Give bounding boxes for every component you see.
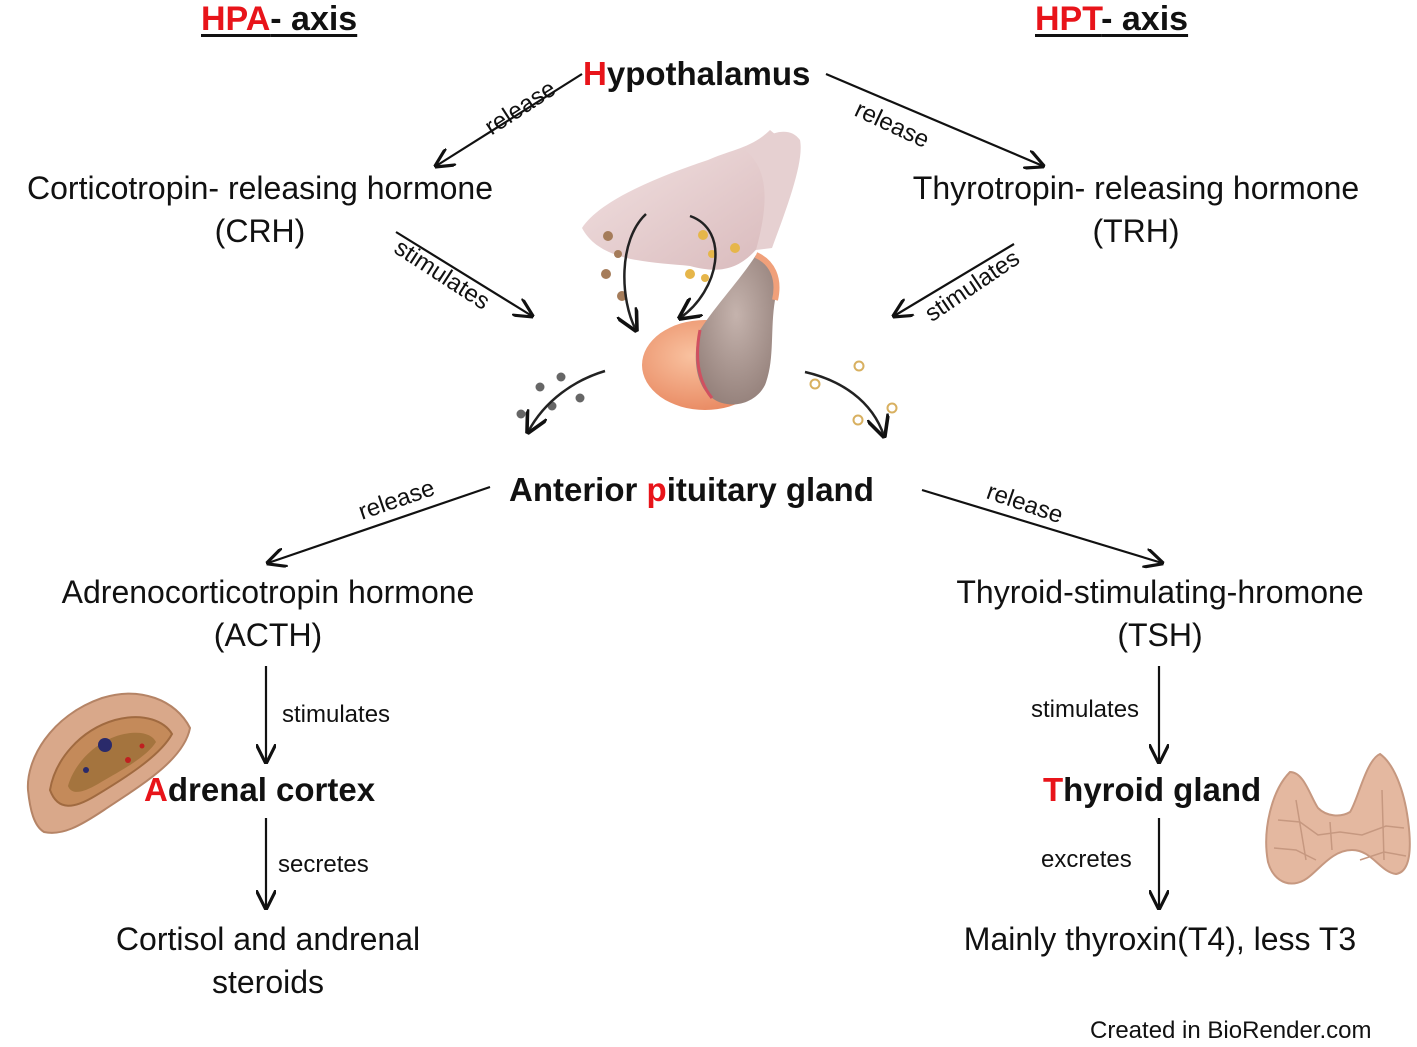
hpa-axis-title: HPA- axis xyxy=(201,0,357,39)
cortisol-line2: steroids xyxy=(211,964,325,1000)
thyroxin-line1: Mainly thyroxin(T4), less T3 xyxy=(963,921,1357,957)
crh-name: Corticotropin- releasing hormone xyxy=(27,170,493,206)
thyroid-gland-illustration xyxy=(1265,752,1411,885)
adrenal-initial: A xyxy=(144,771,168,808)
anterior-pituitary-node: Anterior pituitary gland xyxy=(509,471,874,509)
adrenal-cortex-node: Adrenal cortex xyxy=(144,771,375,809)
thyroid-gland-node: Thyroid gland xyxy=(1043,771,1261,809)
tsh-name: Thyroid-stimulating-hromone xyxy=(956,574,1364,610)
acth-node: Adrenocorticotropin hormone (ACTH) xyxy=(18,571,518,657)
hypothalamus-rest: ypothalamus xyxy=(606,55,811,92)
hpt-initials: HPT xyxy=(1035,0,1102,38)
crh-node: Corticotropin- releasing hormone (CRH) xyxy=(0,167,520,253)
hpt-title-rest: - axis xyxy=(1101,0,1189,38)
cortisol-line1: Cortisol and andrenal xyxy=(115,921,421,957)
arrow-pituitary-to-acth xyxy=(268,485,491,563)
acth-name: Adrenocorticotropin hormone xyxy=(61,574,475,610)
trh-node: Thyrotropin- releasing hormone (TRH) xyxy=(886,167,1386,253)
arrow-hypothalamus-to-trh xyxy=(825,72,1043,166)
pituitary-before: Anterior xyxy=(509,471,647,508)
arrow-pituitary-to-tsh xyxy=(921,488,1162,563)
crh-abbr: (CRH) xyxy=(214,213,306,249)
trh-name: Thyrotropin- releasing hormone xyxy=(912,170,1360,206)
label-stimulates-tsh: stimulates xyxy=(1031,696,1140,723)
arrow-hypothalamus-to-crh xyxy=(436,73,583,166)
acth-abbr: (ACTH) xyxy=(213,617,323,653)
adrenal-rest: drenal cortex xyxy=(167,771,376,808)
tsh-abbr: (TSH) xyxy=(1117,617,1203,653)
arrow-trh-to-pituitary xyxy=(894,243,1015,316)
biorender-credit: Created in BioRender.com xyxy=(1090,1017,1372,1044)
arrow-crh-to-pituitary xyxy=(395,231,532,316)
cortisol-node: Cortisol and andrenal steroids xyxy=(48,918,488,1004)
adrenal-gland-illustration xyxy=(26,692,192,834)
label-excretes: excretes xyxy=(1041,846,1132,873)
pituitary-after: ituitary gland xyxy=(666,471,874,508)
hpa-initials: HPA xyxy=(201,0,271,38)
label-secretes: secretes xyxy=(278,851,369,878)
hpa-title-rest: - axis xyxy=(270,0,358,38)
thyroid-rest: hyroid gland xyxy=(1063,771,1262,808)
thyroid-initial: T xyxy=(1043,771,1064,808)
pituitary-illustration xyxy=(516,130,898,436)
hypothalamus-initial: H xyxy=(583,55,607,92)
pituitary-initial: p xyxy=(646,471,667,508)
label-stimulates-acth: stimulates xyxy=(282,701,391,728)
hypothalamus-node: Hypothalamus xyxy=(583,55,810,93)
thyroxin-node: Mainly thyroxin(T4), less T3 xyxy=(930,918,1390,961)
hpt-axis-title: HPT- axis xyxy=(1035,0,1188,39)
tsh-node: Thyroid-stimulating-hromone (TSH) xyxy=(920,571,1400,657)
trh-abbr: (TRH) xyxy=(1092,213,1180,249)
